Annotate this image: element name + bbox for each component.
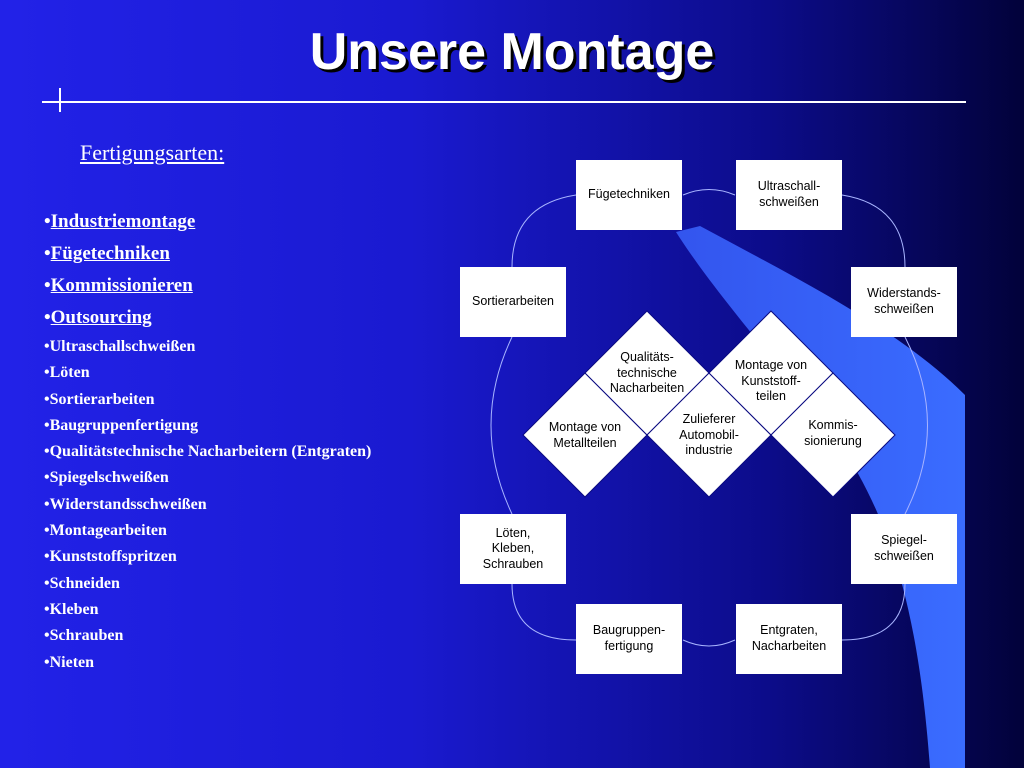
diamond-label-metallteile: Montage von Metallteilen [548,420,622,450]
bullet-item: •Montagearbeiten [44,522,167,540]
bullet-item: •Sortierarbeiten [44,390,155,408]
bullet-item: •Löten [44,364,90,382]
accent-band [676,226,965,768]
diamond-label-kommissionierung: Kommis- sionierung [804,418,862,448]
bullet-item: •Baugruppenfertigung [44,416,199,434]
connector-sortier-fuege [511,194,577,268]
diamond-label-kunststoff: Montage von Kunststoff- teilen [734,358,808,404]
bullet-item: •Nieten [44,653,95,671]
connector-ultra-widerstand [841,194,906,268]
bullet-main-item[interactable]: •Industriemontage [44,211,196,232]
diamond-label-qualitaet: Qualitäts- technische Nacharbeiten [609,350,685,396]
section-subtitle: Fertigungsarten: [80,140,225,165]
bullet-main-item[interactable]: •Kommissionieren [44,275,193,296]
box-widerstandsschweissen: Widerstands- schweißen [851,267,957,337]
box-sortierarbeiten: Sortierarbeiten [460,267,566,337]
bullet-item: •Kleben [44,600,99,618]
box-fuegetechniken: Fügetechniken [576,160,682,230]
diamond-kommissionierung [770,372,896,498]
connector-spiegel-entgraten [841,583,906,641]
bullet-item: •Widerstandsschweißen [44,495,207,513]
bullet-main-item[interactable]: •Outsourcing [44,307,152,328]
bullet-item: •Kunststoffspritzen [44,548,177,566]
diamond-label-zulieferer: Zulieferer Automobil- industrie [679,412,739,458]
bullet-main-item[interactable]: •Fügetechniken [44,243,170,264]
page-title: Unsere Montage [309,23,715,81]
bullet-item: •Spiegelschweißen [44,469,169,487]
bullet-item: •Schneiden [44,574,120,592]
box-baugruppenfertigung: Baugruppen- fertigung [576,604,682,674]
connector-entgraten-baugruppen [682,639,736,647]
box-entgraten-nacharbeiten: Entgraten, Nacharbeiten [736,604,842,674]
box-ultraschallschweissen: Ultraschall- schweißen [736,160,842,230]
box-loeten-kleben-schrauben: Löten, Kleben, Schrauben [460,514,566,584]
connector-widerstand-spiegel [904,336,928,515]
connector-loeten-sortier [490,336,513,515]
bullet-item: •Ultraschallschweißen [44,338,196,355]
bullet-list: •Industriemontage •Fügetechniken •Kommis… [44,206,371,676]
bullet-item: •Schrauben [44,627,124,645]
box-spiegelschweissen: Spiegel- schweißen [851,514,957,584]
bullet-item: •Qualitätstechnische Nacharbeitern (Entg… [44,443,372,461]
connector-baugruppen-loeten [511,583,577,641]
connector-fuege-ultra [682,189,736,196]
